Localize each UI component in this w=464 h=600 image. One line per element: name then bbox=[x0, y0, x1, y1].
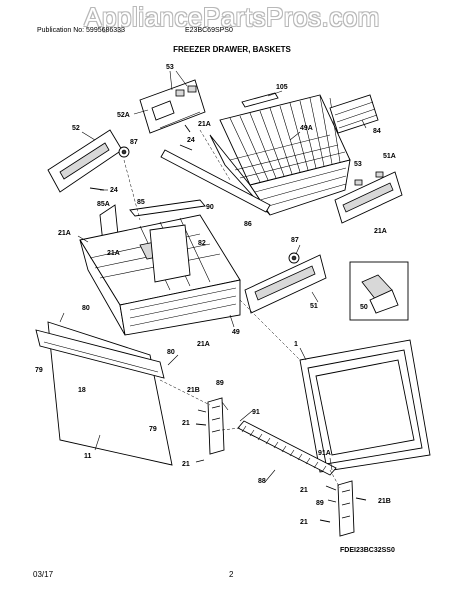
part-82-divider[interactable] bbox=[149, 224, 191, 283]
callout-79: 79 bbox=[35, 367, 43, 374]
callout-87: 87 bbox=[130, 139, 138, 146]
drawing-code: FDEI23BC32SS0 bbox=[340, 547, 395, 554]
callout-labels: 53 52A 105 21A 24 49A 84 52 87 24 85A 85… bbox=[35, 64, 396, 554]
callout-21a-e: 21A bbox=[197, 341, 210, 348]
callout-88: 88 bbox=[258, 478, 266, 485]
part-89-bracket-left[interactable] bbox=[207, 397, 225, 455]
callout-21a: 21A bbox=[198, 121, 211, 128]
model-number: E23BC69SPS0 bbox=[185, 27, 233, 34]
part-86-rod[interactable] bbox=[160, 149, 271, 213]
callout-21-d: 21 bbox=[300, 519, 308, 526]
callout-21b: 21B bbox=[187, 387, 200, 394]
page-title: FREEZER DRAWER, BASKETS bbox=[173, 45, 291, 54]
callout-51a: 51A bbox=[383, 153, 396, 160]
callout-89: 89 bbox=[216, 380, 224, 387]
callout-24-b: 24 bbox=[110, 187, 118, 194]
part-84-slide[interactable] bbox=[329, 94, 379, 134]
part-1-door-panel[interactable] bbox=[299, 339, 431, 473]
publication-number: Publication No: 5995686333 bbox=[37, 27, 125, 34]
callout-82: 82 bbox=[198, 240, 206, 247]
callout-21b-b: 21B bbox=[378, 498, 391, 505]
callout-90: 90 bbox=[206, 204, 214, 211]
part-21-screws[interactable] bbox=[195, 409, 367, 523]
part-105-rod[interactable] bbox=[241, 92, 279, 108]
part-11-drawer-front[interactable] bbox=[35, 321, 173, 466]
callout-85a: 85A bbox=[97, 201, 110, 208]
callout-53: 53 bbox=[166, 64, 174, 71]
callout-80-b: 80 bbox=[167, 349, 175, 356]
callout-86: 86 bbox=[244, 221, 252, 228]
callout-21a-c: 21A bbox=[58, 230, 71, 237]
callout-105: 105 bbox=[276, 84, 288, 91]
callout-85: 85 bbox=[137, 199, 145, 206]
callout-50: 50 bbox=[360, 304, 368, 311]
callout-89-b: 89 bbox=[316, 500, 324, 507]
part-49a-wire-basket[interactable] bbox=[209, 94, 351, 216]
callout-21a-b: 21A bbox=[374, 228, 387, 235]
callout-21-b: 21 bbox=[182, 461, 190, 468]
callout-21: 21 bbox=[182, 420, 190, 427]
part-50-clip[interactable] bbox=[349, 261, 409, 321]
callout-18: 18 bbox=[78, 387, 86, 394]
callout-51: 51 bbox=[310, 303, 318, 310]
callout-49: 49 bbox=[232, 329, 240, 336]
callout-87-b: 87 bbox=[291, 237, 299, 244]
callout-91a: 91A bbox=[318, 450, 331, 457]
callout-49a: 49A bbox=[300, 125, 313, 132]
callout-80: 80 bbox=[82, 305, 90, 312]
part-24-screw[interactable] bbox=[89, 144, 193, 191]
callout-53-b: 53 bbox=[354, 161, 362, 168]
assembly-guide-lines bbox=[123, 129, 341, 489]
part-51a-right-rail[interactable] bbox=[334, 171, 403, 224]
callout-52: 52 bbox=[72, 125, 80, 132]
callout-84: 84 bbox=[373, 128, 381, 135]
footer-page-number: 2 bbox=[229, 570, 234, 579]
part-52a-bracket[interactable] bbox=[139, 79, 206, 134]
callout-52a: 52A bbox=[117, 112, 130, 119]
part-89-bracket-right[interactable] bbox=[337, 480, 355, 537]
callout-11: 11 bbox=[84, 453, 92, 460]
callout-24: 24 bbox=[187, 137, 195, 144]
callout-79-b: 79 bbox=[149, 426, 157, 433]
part-52-left-rail[interactable] bbox=[47, 129, 130, 193]
part-51-lower-rail[interactable] bbox=[244, 252, 327, 314]
callout-21a-d: 21A bbox=[107, 250, 120, 257]
callout-91: 91 bbox=[252, 409, 260, 416]
callout-1: 1 bbox=[294, 341, 298, 348]
callout-leader-lines bbox=[59, 70, 367, 483]
watermark: AppliancePartsPros.com bbox=[84, 2, 380, 32]
footer-date: 03/17 bbox=[33, 570, 54, 579]
part-88-grille-bar[interactable] bbox=[237, 420, 337, 476]
callout-21-c: 21 bbox=[300, 487, 308, 494]
